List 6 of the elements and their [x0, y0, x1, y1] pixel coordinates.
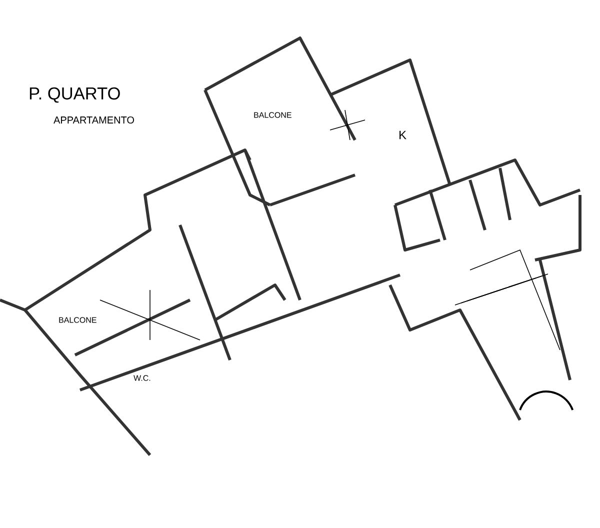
plan-subtitle: APPARTAMENTO	[54, 116, 134, 124]
room-label: BALCONE	[59, 317, 96, 323]
room-label: BALCONE	[254, 112, 292, 118]
room-label: W.C.	[134, 375, 150, 381]
room-label: K	[400, 130, 406, 140]
plan-title: P. QUARTO	[30, 87, 120, 103]
